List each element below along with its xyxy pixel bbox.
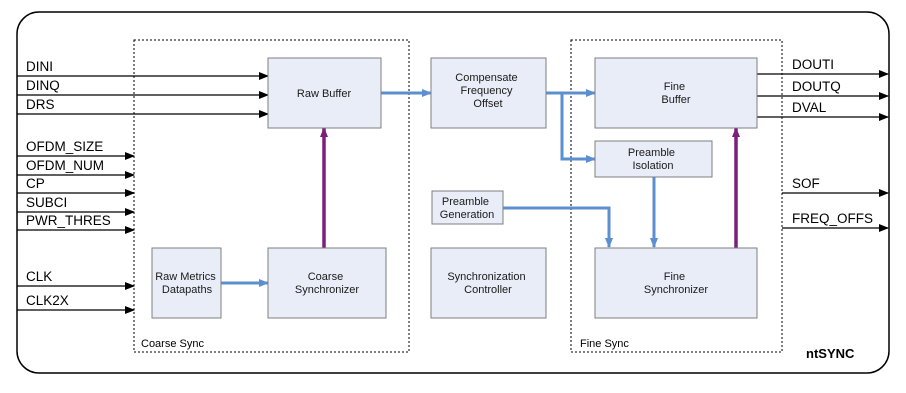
preamble-isolation-block [594,140,713,178]
input-label: DRS [26,97,55,112]
input-label: PWR_THRES [26,213,111,228]
fine-sync-region [570,39,783,353]
block-labels: Raw Buffer Raw Metrics Datapaths Coarse … [155,72,708,296]
control-arrows [320,127,740,248]
output-label: DVAL [792,100,827,115]
input-label: CLK2X [26,293,69,308]
output-labels: DOUTI DOUTQ DVAL SOF FREQ_OFFS [792,57,873,226]
raw-buffer-label: Raw Buffer [297,88,352,100]
raw-metrics-block [151,247,222,319]
coarse-synchronizer-label: Coarse Synchronizer [295,271,360,296]
coarse-sync-region-label: Coarse Sync [141,338,204,350]
cfo-label: Compensate Frequency Offset [455,72,520,110]
preamble-isolation-label: Preamble Isolation [628,147,678,172]
output-label: DOUTI [792,57,834,72]
input-label: CLK [26,269,52,284]
input-lines [17,72,269,314]
input-label: DINQ [26,78,60,93]
input-label: OFDM_SIZE [26,139,103,154]
output-label: SOF [792,176,820,191]
input-label: SUBCI [26,195,67,210]
input-label: OFDM_NUM [26,158,104,173]
preamble-generation-block [431,190,504,225]
raw-buffer-block [267,57,382,129]
cfo-block [430,57,547,129]
raw-metrics-label: Raw Metrics Datapaths [155,271,219,296]
preamble-gen-to-finesync-arrow [503,206,613,248]
input-label: CP [26,176,45,191]
blocks [151,57,758,319]
output-lines [757,70,889,232]
sync-controller-label: Synchronization Controller [447,271,528,296]
fine-sync-region-label: Fine Sync [580,338,629,350]
sync-controller-block [430,247,547,319]
output-label: FREQ_OFFS [792,211,873,226]
fine-buffer-label: Fine Buffer [661,81,690,106]
ntsync-title: ntSYNC [806,346,855,361]
fine-synchronizer-block [594,247,758,319]
cfo-to-preamble-iso-arrow [560,93,596,163]
input-labels: DINI DINQ DRS OFDM_SIZE OFDM_NUM CP SUBC… [26,59,111,308]
coarse-synchronizer-block [267,247,387,319]
output-label: DOUTQ [792,79,841,94]
data-arrows [221,89,658,287]
fine-buffer-block [594,57,758,129]
preamble-generation-label: Preamble Generation [440,196,494,221]
fine-synchronizer-label: Fine Synchronizer [644,271,709,296]
input-label: DINI [26,59,53,74]
